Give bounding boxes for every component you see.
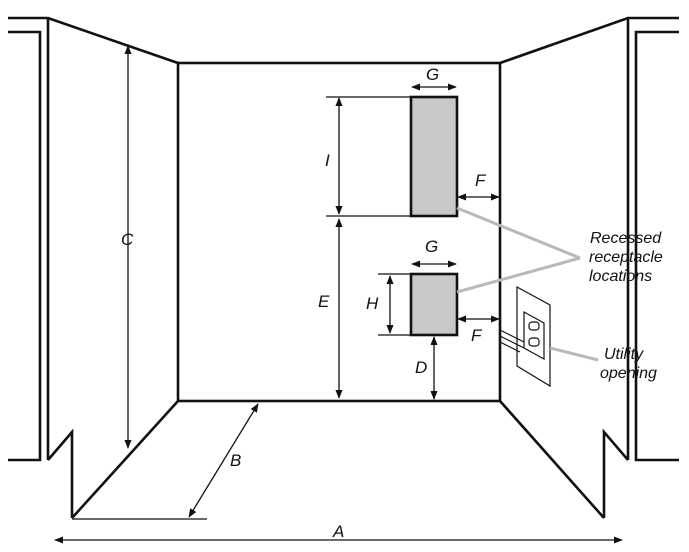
leader-upper-receptacle bbox=[456, 206, 581, 260]
right-opening-trim bbox=[634, 30, 679, 462]
callout-leaders bbox=[456, 206, 599, 362]
utility-cord bbox=[499, 329, 525, 353]
label-a: A bbox=[332, 522, 344, 541]
label-f-lower: F bbox=[471, 326, 483, 345]
label-i: I bbox=[325, 151, 330, 170]
left-baseboard-return bbox=[47, 428, 74, 518]
label-h: H bbox=[366, 294, 379, 313]
utility-callout-line2: opening bbox=[600, 365, 657, 382]
label-b: B bbox=[230, 451, 241, 470]
right-baseboard-return bbox=[602, 428, 629, 518]
outlet-socket-top bbox=[528, 321, 540, 331]
recessed-callout-line2: receptacle bbox=[589, 249, 663, 266]
outlet-socket-bottom bbox=[528, 337, 540, 347]
upper-receptacle-box bbox=[409, 95, 459, 218]
floor-right-edge bbox=[499, 400, 605, 519]
back-wall bbox=[176, 61, 502, 403]
utility-plate bbox=[516, 285, 551, 388]
label-g-lower: G bbox=[425, 237, 438, 256]
leader-utility-opening bbox=[549, 346, 599, 362]
utility-opening bbox=[499, 285, 551, 388]
utility-callout-line1: Utility bbox=[604, 346, 644, 363]
label-g-upper: G bbox=[426, 65, 439, 84]
label-d: D bbox=[415, 358, 427, 377]
ceiling-right-edge bbox=[499, 16, 679, 65]
label-c: C bbox=[121, 230, 134, 249]
lower-receptacle-box bbox=[409, 272, 459, 337]
outlet-face bbox=[523, 310, 545, 361]
left-opening-trim bbox=[8, 30, 42, 462]
recessed-callout-line3: locations bbox=[589, 268, 652, 285]
ceiling-left-edge bbox=[8, 16, 179, 65]
leader-lower-receptacle bbox=[456, 256, 581, 294]
label-e: E bbox=[318, 292, 330, 311]
dimension-lines bbox=[54, 45, 623, 544]
room-outline bbox=[8, 16, 679, 519]
floor-left-edge bbox=[71, 400, 179, 519]
dim-b-line bbox=[188, 403, 259, 518]
label-f-upper: F bbox=[475, 171, 487, 190]
recessed-callout-line1: Recessed bbox=[590, 230, 662, 247]
